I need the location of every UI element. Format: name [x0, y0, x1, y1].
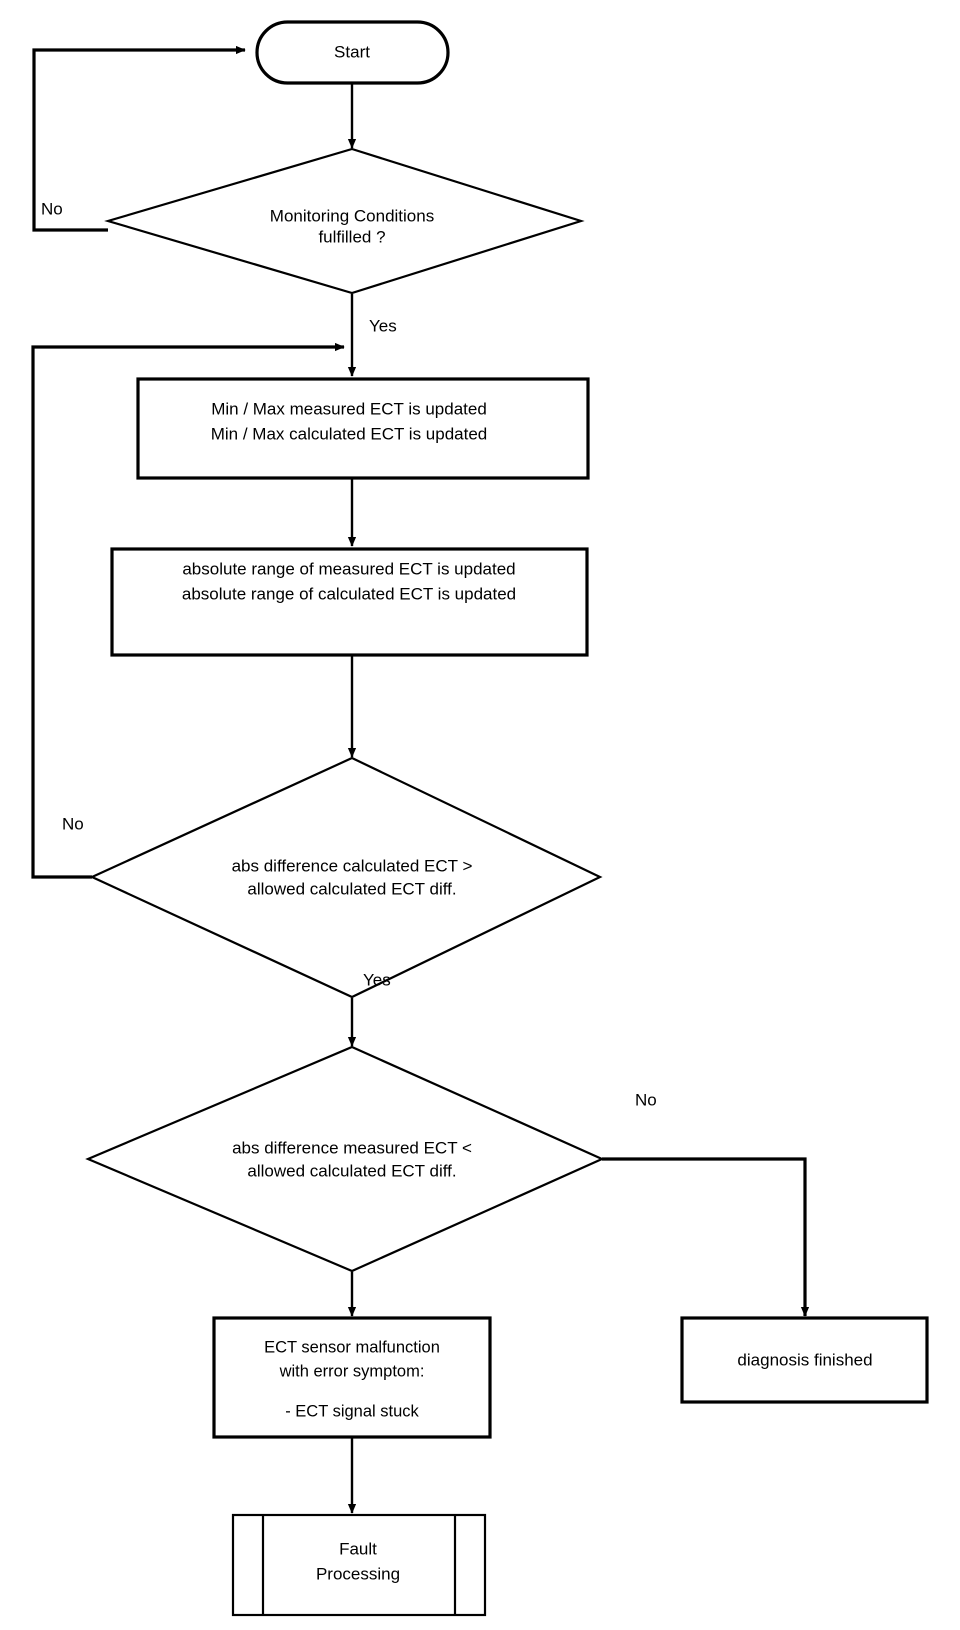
edge-label-calcdiff-yes: Yes: [363, 970, 391, 989]
edge-measdiff-no-to-diagnosis: [602, 1157, 810, 1317]
node-process-fault-line2: Processing: [316, 1564, 400, 1583]
edge-label-monitoring-no: No: [41, 199, 63, 218]
edge-monitoring-no-loopback: [32, 45, 246, 232]
node-decision-monitoring-line2: fulfilled ?: [318, 227, 385, 246]
edge-label-calcdiff-no: No: [62, 814, 84, 833]
edge-label-measdiff-no: No: [635, 1090, 657, 1109]
node-process-minmax-line1: Min / Max measured ECT is updated: [211, 399, 487, 418]
node-process-minmax[interactable]: Min / Max measured ECT is updated Min / …: [136, 377, 590, 480]
node-process-malfunction-line3: - ECT signal stuck: [285, 1402, 419, 1420]
edge-calcdiff-no-loopback: [31, 342, 345, 879]
node-decision-calc-diff-line2: allowed calculated ECT diff.: [247, 879, 456, 898]
node-start[interactable]: Start: [255, 20, 450, 85]
node-decision-meas-diff-line1: abs difference measured ECT <: [232, 1138, 472, 1157]
node-decision-monitoring[interactable]: Monitoring Conditions fulfilled ?: [104, 147, 585, 295]
node-process-absrange-line1: absolute range of measured ECT is update…: [182, 559, 515, 578]
node-process-malfunction[interactable]: ECT sensor malfunction with error sympto…: [212, 1316, 492, 1439]
node-process-minmax-line2: Min / Max calculated ECT is updated: [211, 424, 488, 443]
node-process-diagnosis-finished[interactable]: diagnosis finished: [680, 1316, 929, 1404]
node-process-malfunction-line1: ECT sensor malfunction: [264, 1338, 440, 1356]
node-decision-meas-diff-line2: allowed calculated ECT diff.: [247, 1161, 456, 1180]
node-process-absrange-line2: absolute range of calculated ECT is upda…: [182, 584, 516, 603]
edge-label-monitoring-yes: Yes: [369, 316, 397, 335]
node-decision-meas-diff[interactable]: abs difference measured ECT < allowed ca…: [85, 1045, 605, 1273]
node-process-fault-line1: Fault: [339, 1539, 377, 1558]
node-process-malfunction-line2: with error symptom:: [279, 1362, 425, 1380]
node-start-label: Start: [334, 42, 370, 61]
node-process-fault[interactable]: Fault Processing: [231, 1513, 487, 1617]
node-decision-monitoring-line1: Monitoring Conditions: [270, 206, 434, 225]
node-process-diagnosis-finished-label: diagnosis finished: [737, 1350, 872, 1369]
node-process-absrange[interactable]: absolute range of measured ECT is update…: [110, 547, 589, 657]
node-decision-calc-diff-line1: abs difference calculated ECT >: [232, 856, 473, 875]
node-decision-calc-diff[interactable]: abs difference calculated ECT > allowed …: [89, 756, 603, 999]
